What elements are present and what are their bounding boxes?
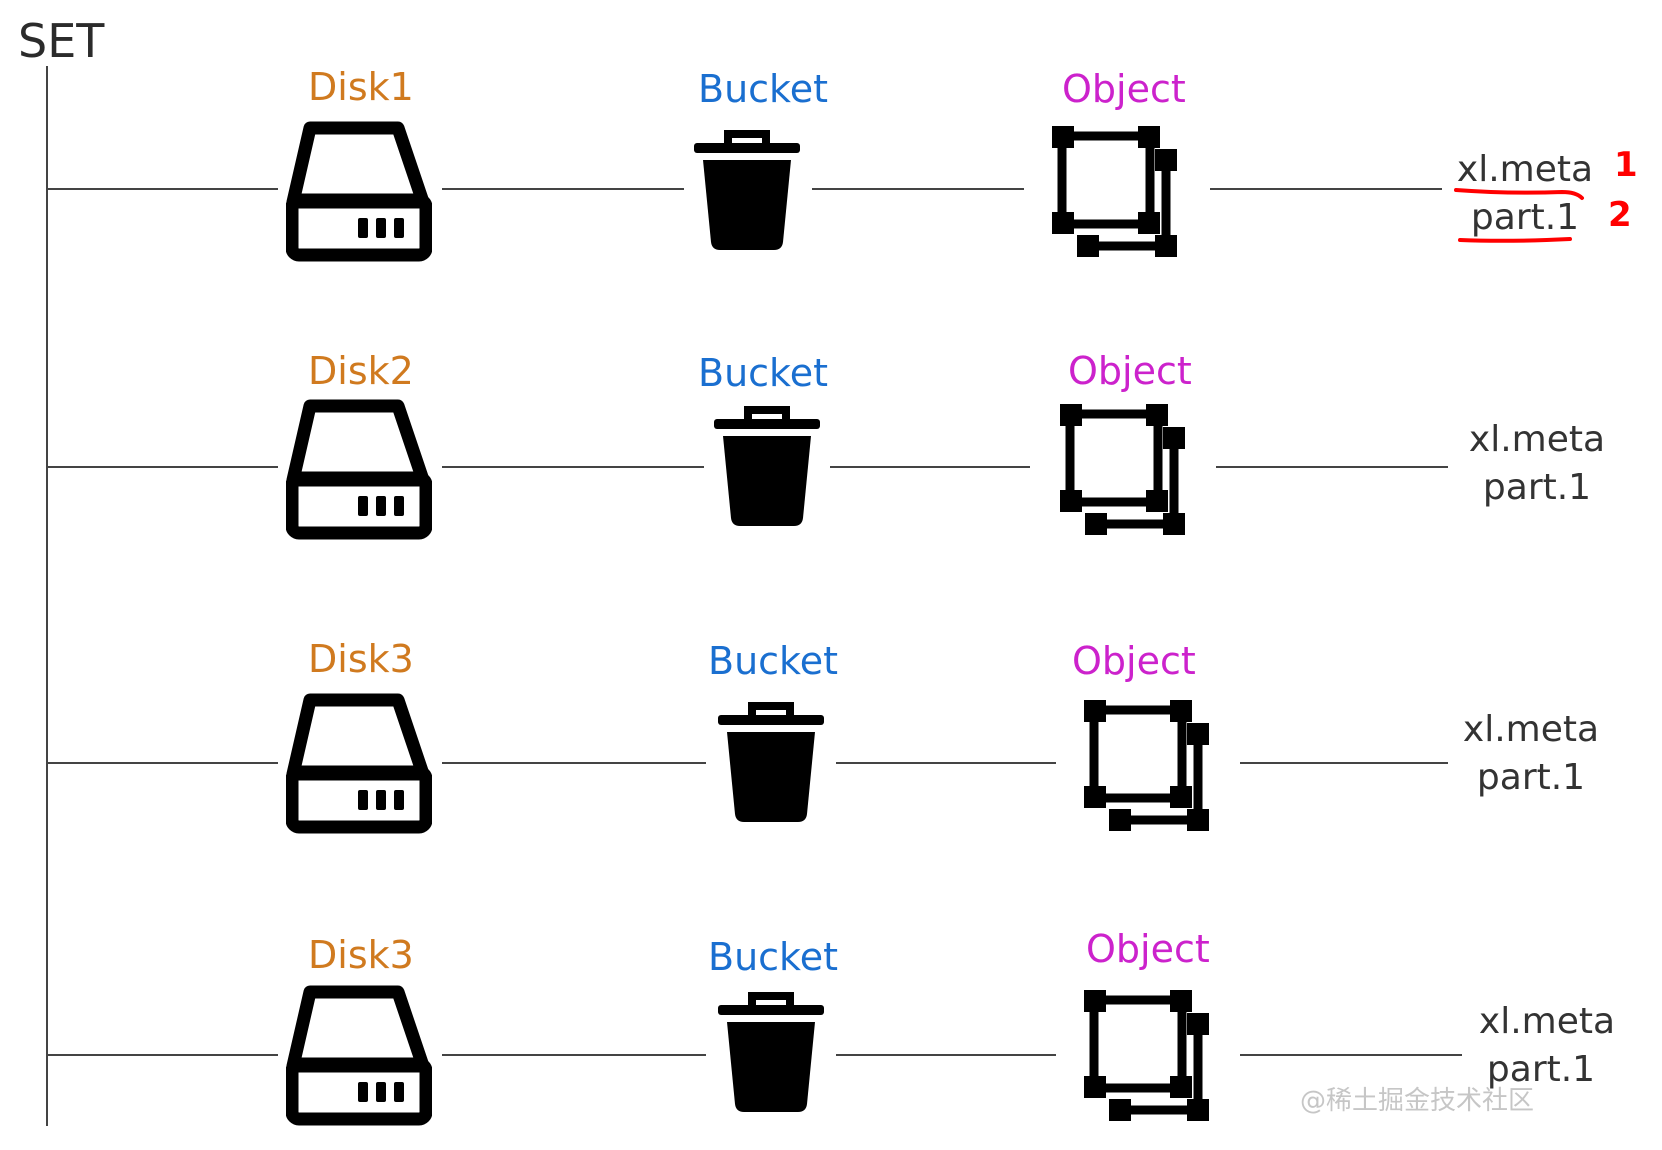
underline-annotation — [1454, 188, 1584, 243]
connector-line — [812, 188, 1024, 190]
bucket-label: Bucket — [708, 935, 838, 979]
connector-line — [1240, 1054, 1462, 1056]
disk-label: Disk1 — [308, 65, 414, 109]
file-xl-meta: xl.meta — [1478, 1001, 1616, 1042]
set-label: SET — [18, 14, 105, 68]
connector-line — [442, 466, 704, 468]
disk-label: Disk2 — [308, 349, 414, 393]
file-xl-meta: xl.meta — [1456, 149, 1594, 190]
connector-line — [836, 1054, 1056, 1056]
connector-line — [1240, 762, 1448, 764]
object-label: Object — [1072, 639, 1196, 683]
trash-bucket-icon — [718, 992, 824, 1112]
annotation-mark-2: 2 — [1608, 195, 1632, 235]
watermark: @稀土掘金技术社区 — [1300, 1086, 1535, 1116]
connector-line — [46, 762, 278, 764]
object-frames-icon — [1084, 700, 1209, 831]
file-part-1: part.1 — [1482, 467, 1592, 508]
object-label: Object — [1086, 927, 1210, 971]
trash-bucket-icon — [714, 406, 820, 526]
disk-label: Disk3 — [308, 933, 414, 977]
object-frames-icon — [1060, 404, 1185, 535]
hard-drive-icon — [286, 985, 432, 1126]
hard-drive-icon — [286, 399, 432, 540]
trash-bucket-icon — [694, 130, 800, 250]
annotation-mark-1: 1 — [1614, 145, 1638, 185]
connector-line — [836, 762, 1056, 764]
file-part-1: part.1 — [1486, 1049, 1596, 1090]
hard-drive-icon — [286, 121, 432, 262]
file-part-1: part.1 — [1470, 197, 1580, 238]
connector-line — [442, 1054, 706, 1056]
connector-line — [442, 188, 684, 190]
bucket-label: Bucket — [698, 67, 828, 111]
set-vertical-line — [46, 66, 48, 1126]
connector-line — [46, 188, 278, 190]
file-part-1: part.1 — [1476, 757, 1586, 798]
connector-line — [46, 466, 278, 468]
disk-label: Disk3 — [308, 637, 414, 681]
object-frames-icon — [1084, 990, 1209, 1121]
file-xl-meta: xl.meta — [1462, 709, 1600, 750]
trash-bucket-icon — [718, 702, 824, 822]
object-label: Object — [1068, 349, 1192, 393]
connector-line — [830, 466, 1030, 468]
hard-drive-icon — [286, 693, 432, 834]
object-frames-icon — [1052, 126, 1177, 257]
bucket-label: Bucket — [708, 639, 838, 683]
object-label: Object — [1062, 67, 1186, 111]
connector-line — [46, 1054, 278, 1056]
file-xl-meta: xl.meta — [1468, 419, 1606, 460]
connector-line — [1210, 188, 1442, 190]
connector-line — [442, 762, 706, 764]
bucket-label: Bucket — [698, 351, 828, 395]
connector-line — [1216, 466, 1448, 468]
